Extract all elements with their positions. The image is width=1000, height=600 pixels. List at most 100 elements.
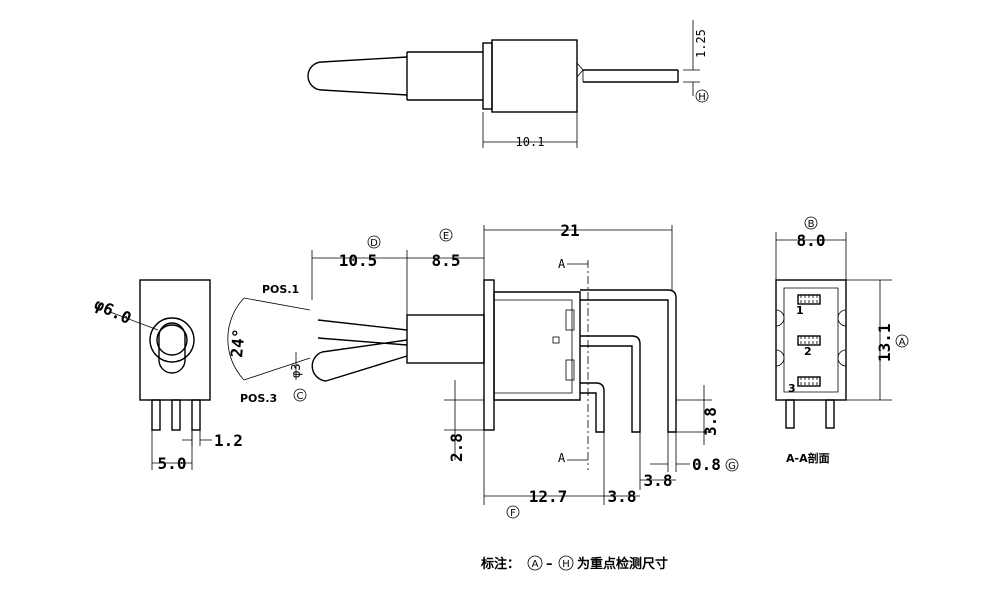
section-arrows [567, 263, 588, 461]
pos1-label: POS.1 [262, 283, 299, 296]
mark-c-circle [293, 388, 307, 402]
front-bushing [406, 314, 485, 364]
mark-h: H [698, 92, 706, 103]
pin-2-label: 2 [804, 345, 812, 358]
dim-bottom-ext [483, 430, 677, 505]
front-body-inner [494, 299, 573, 394]
side-pin-mid [171, 399, 181, 431]
angle-24: 24° [227, 328, 248, 358]
terminal-mid [580, 335, 641, 433]
mark-g-circle [725, 458, 739, 472]
mark-f-circle [506, 505, 520, 519]
top-body [491, 39, 578, 113]
dim-21: 21 [560, 221, 579, 240]
lever-tip [311, 351, 327, 382]
note-mark-h: H [562, 559, 570, 570]
dim-2-8: 2.8 [447, 433, 466, 462]
mark-d-circle [367, 235, 381, 249]
section-notches [775, 309, 847, 367]
dim-10-1-lines [482, 112, 578, 148]
dia-3: φ3 [289, 364, 303, 378]
dim-3-8-b2: 3.8 [644, 471, 673, 490]
section-a-bottom: A [558, 451, 566, 465]
mark-a: A [899, 337, 906, 348]
side-pin-left [151, 399, 161, 431]
side-bushing-inner [156, 324, 188, 356]
section-body [775, 279, 847, 401]
dim-1-2: 1.2 [214, 431, 243, 450]
terminal-low [580, 382, 605, 433]
side-lever [158, 322, 186, 374]
section-pin-right [825, 399, 835, 429]
dim-13-1-lines [846, 279, 892, 401]
mark-b-circle [804, 216, 818, 230]
front-flange [483, 279, 495, 431]
lever-pos1 [317, 319, 408, 346]
dim-8-5: 8.5 [432, 251, 461, 270]
dim-1-25-lines [683, 20, 700, 96]
side-pin-right [191, 399, 201, 431]
note-suffix: 为重点检测尺寸 [577, 556, 668, 572]
top-lever [321, 56, 408, 96]
terminal-top [580, 289, 677, 433]
dim-12-7: 12.7 [529, 487, 568, 506]
note-mark-a: A [532, 559, 539, 570]
dim-5-0: 5.0 [158, 454, 187, 473]
mark-g: G [728, 461, 736, 472]
front-clip-lower [565, 359, 575, 381]
note-dash: – [546, 557, 553, 572]
mark-a-circle [895, 334, 909, 348]
section-a-top: A [558, 257, 566, 271]
front-clip-upper [565, 309, 575, 331]
front-view: 10.5 8.5 21 D E POS.1 POS.3 24° φ3 C [227, 221, 739, 519]
front-small-square [552, 336, 560, 344]
dim-3-8-b1: 3.8 [608, 487, 637, 506]
angle-arc [227, 297, 245, 381]
dim-8-0: 8.0 [797, 231, 826, 250]
top-bushing [406, 51, 483, 101]
dim-13-1: 13.1 [875, 323, 894, 362]
dim-1-2-lines [182, 430, 212, 446]
dim-bottom-lines [484, 463, 690, 497]
top-view: 1.25 H 10.1 [307, 20, 709, 149]
pin-3-label: 3 [788, 382, 796, 395]
dia-leader [109, 311, 159, 331]
dim-8-0-lines [775, 232, 847, 280]
footer-note: 标注： A – H 为重点检测尺寸 [480, 555, 668, 572]
front-body [493, 291, 581, 401]
pos3-label: POS.3 [240, 392, 277, 405]
pos3-line [243, 357, 311, 381]
top-terminal-bend [576, 62, 584, 82]
dim-2-8-lines [444, 380, 484, 460]
top-nut [482, 42, 493, 110]
dim-10-5: 10.5 [339, 251, 378, 270]
section-view: 8.0 B 1 2 3 13.1 A A-A剖面 [775, 216, 909, 465]
top-lever-tip [307, 61, 323, 91]
dim-10-1: 10.1 [516, 135, 545, 149]
pos1-line [243, 297, 311, 311]
note-mark-h-circle [558, 555, 574, 571]
mark-e-circle [439, 228, 453, 242]
mark-b: B [808, 219, 815, 230]
top-terminal [583, 69, 679, 83]
mark-c: C [297, 391, 304, 402]
side-bushing-outer [149, 317, 195, 363]
dim-3-8-right: 3.8 [701, 407, 720, 436]
front-ext-lines [311, 225, 673, 315]
lever-pos3 [321, 339, 408, 382]
side-view: φ6.0 5.0 1.2 [91, 279, 243, 473]
dia-6-0: φ6.0 [91, 294, 134, 328]
section-pin-left [785, 399, 795, 429]
dim-3-8r-lines [676, 385, 712, 445]
dim-1-25: 1.25 [694, 29, 708, 58]
front-dim-lines [312, 229, 672, 259]
pin-1-label: 1 [796, 304, 804, 317]
dim-0-8: 0.8 [692, 455, 721, 474]
mark-h-circle [695, 89, 709, 103]
mark-f: F [510, 508, 516, 519]
note-mark-a-circle [527, 555, 543, 571]
mark-e: E [443, 231, 449, 242]
mark-d: D [370, 238, 378, 249]
section-caption: A-A剖面 [786, 451, 830, 465]
